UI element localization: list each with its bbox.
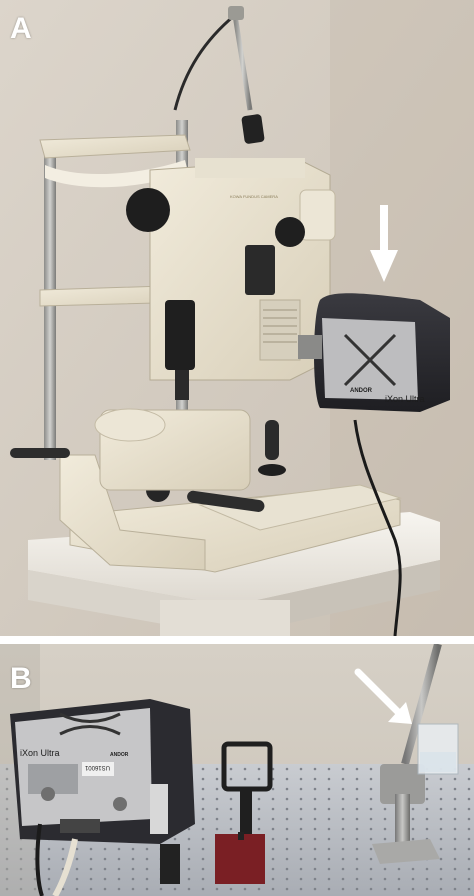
camera-model-label: iXon Ultra bbox=[385, 394, 425, 404]
cuvette-post bbox=[372, 644, 459, 864]
andor-camera: US16001 iXon Ultra ANDOR bbox=[10, 699, 195, 844]
magnetic-base bbox=[215, 834, 265, 884]
panel-a: KOWA FUNDUS CAMERA ANDOR iXon Ultra A bbox=[0, 0, 474, 636]
fundus-brand-text: KOWA FUNDUS CAMERA bbox=[230, 194, 278, 199]
focus-knob bbox=[275, 217, 305, 247]
fundus-camera-photo: KOWA FUNDUS CAMERA ANDOR iXon Ultra bbox=[0, 0, 474, 636]
camera-cable bbox=[353, 419, 402, 636]
eyepiece bbox=[126, 188, 170, 232]
left-handle bbox=[10, 448, 70, 458]
camera-brand-label: ANDOR bbox=[350, 388, 373, 394]
arrow-annotation bbox=[354, 668, 412, 724]
panel-label: A bbox=[10, 12, 32, 45]
camera-brand-label: ANDOR bbox=[110, 752, 129, 758]
lens-mount bbox=[215, 741, 273, 884]
panel-label: B bbox=[10, 662, 32, 695]
panel-b: US16001 iXon Ultra ANDOR bbox=[0, 644, 474, 896]
andor-camera: ANDOR iXon Ultra bbox=[298, 293, 450, 412]
camera-model-label: iXon Ultra bbox=[20, 748, 60, 758]
svg-text:US16001: US16001 bbox=[84, 764, 110, 770]
arrow-annotation bbox=[370, 205, 398, 282]
optical-bench-photo: US16001 iXon Ultra ANDOR bbox=[0, 644, 474, 896]
right-handle bbox=[187, 490, 265, 512]
